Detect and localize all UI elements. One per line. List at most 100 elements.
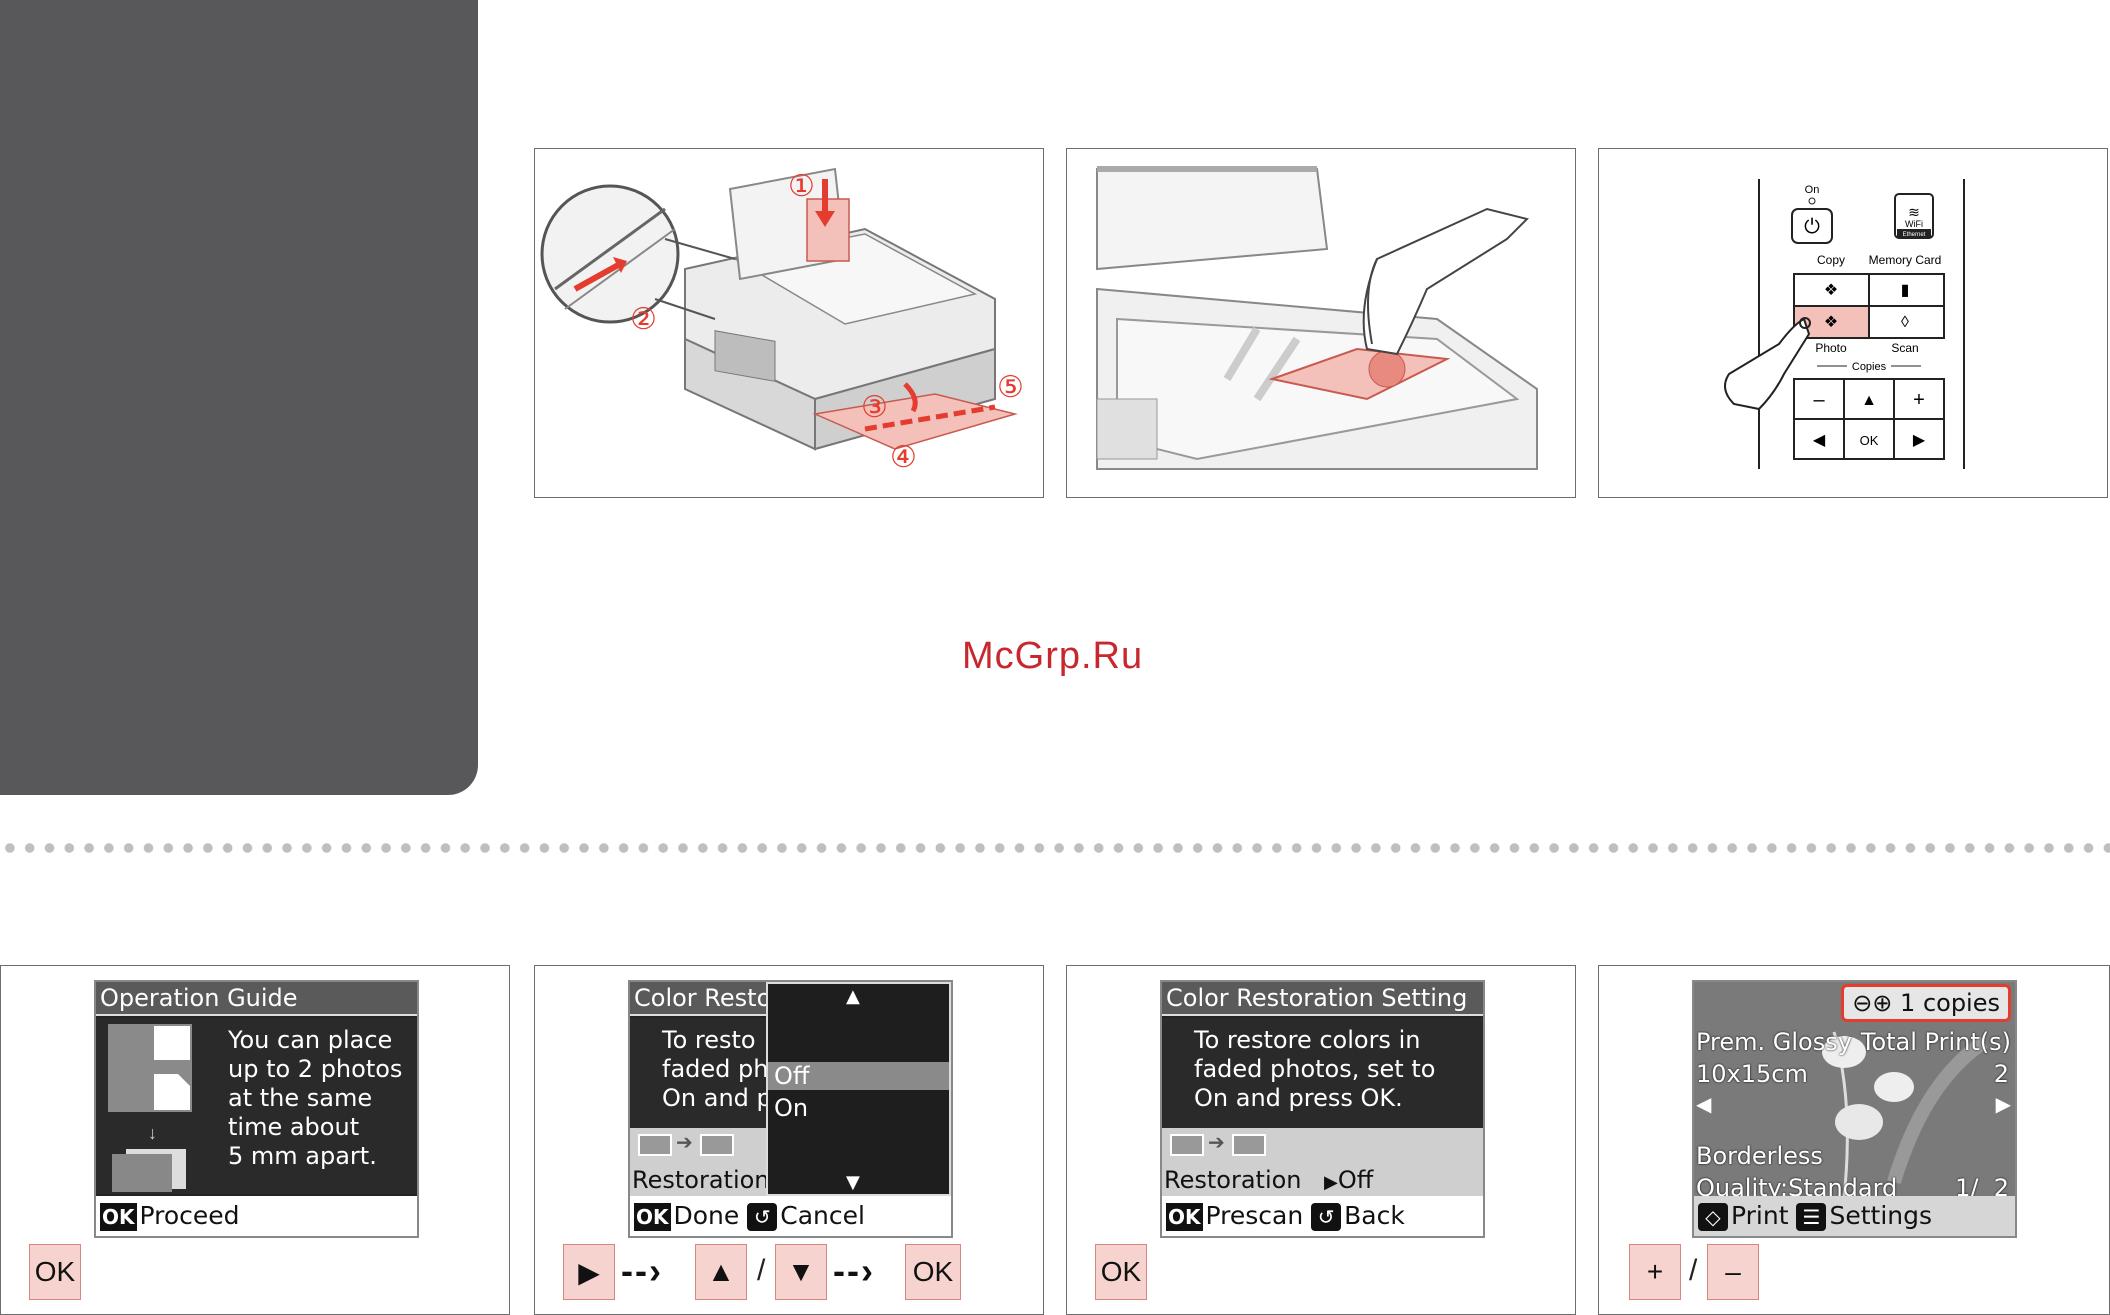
- down-key-glyph: ▼: [787, 1256, 815, 1287]
- start-icon: ◇: [1698, 1203, 1728, 1231]
- guide-line: at the same: [228, 1084, 373, 1112]
- lcd-title: Color Restoration Setting: [1162, 982, 1483, 1016]
- plus-glyph: +: [1913, 389, 1925, 411]
- right-glyph: ▶: [1913, 432, 1926, 449]
- power-button[interactable]: [1791, 208, 1833, 244]
- message-line: To restore colors in: [1194, 1026, 1421, 1054]
- up-key[interactable]: ▲: [695, 1244, 747, 1300]
- step-3-label: ③: [861, 391, 888, 424]
- cancel-text: Cancel: [780, 1201, 865, 1230]
- svg-text:↓: ↓: [148, 1123, 157, 1143]
- print-text: Print: [1731, 1201, 1789, 1230]
- minus-key-glyph: –: [1725, 1256, 1741, 1287]
- menu-icon: ☰: [1796, 1203, 1827, 1231]
- scroll-up-icon[interactable]: ▲: [846, 986, 860, 1007]
- ok-glyph: OK: [1860, 433, 1879, 448]
- lcd-body: To restore colors in faded photos, set t…: [1162, 1018, 1483, 1198]
- photo-icon: ❖: [1824, 314, 1838, 331]
- page-counter: 1/ 2: [1955, 1174, 2009, 1202]
- restore-message: To resto faded ph On and p: [662, 1026, 772, 1113]
- right-key-glyph: ▶: [578, 1256, 600, 1288]
- arrow-icon: ➔: [676, 1130, 693, 1154]
- plus-key[interactable]: +: [1629, 1244, 1681, 1300]
- prescan-text: Prescan: [1205, 1201, 1304, 1230]
- scroll-down-icon[interactable]: ▼: [846, 1172, 860, 1193]
- restoration-value: ▶Off: [1324, 1166, 1373, 1194]
- step-panel-restoration-select: Color Resto To resto faded ph On and p ➔…: [534, 965, 1044, 1315]
- wifi-icon: ≋: [1908, 204, 1920, 220]
- message-line: On and press OK.: [1194, 1084, 1403, 1112]
- then-arrow: --›: [833, 1250, 875, 1291]
- ok-chip: OK: [100, 1203, 137, 1231]
- right-key[interactable]: ▶: [563, 1244, 615, 1300]
- ok-key-label: OK: [1100, 1256, 1142, 1287]
- minus-key[interactable]: –: [1707, 1244, 1759, 1300]
- dotted-divider: [0, 842, 2110, 854]
- up-glyph: ▲: [1861, 392, 1877, 409]
- restoration-value-text: Off: [1337, 1166, 1374, 1194]
- guide-line: up to 2 photos: [228, 1055, 403, 1083]
- scanner-illustration: [1096, 166, 1538, 470]
- lcd-operation-guide: Operation Guide ↓ You can place up to 2 …: [94, 980, 419, 1238]
- scan-button[interactable]: [1868, 305, 1945, 339]
- copy-icon: ❖: [1824, 282, 1838, 299]
- back-icon: ↺: [747, 1203, 778, 1231]
- guide-line: You can place: [228, 1026, 393, 1054]
- right-button[interactable]: [1893, 418, 1945, 460]
- section-tab: [0, 0, 478, 795]
- pointing-hand-icon: [1724, 317, 1811, 411]
- memory-card-icon: ▮: [1901, 282, 1910, 299]
- copy-button[interactable]: [1793, 273, 1870, 307]
- paper-type: Prem. Glossy: [1696, 1028, 1852, 1056]
- arrow-icon: ➔: [1208, 1130, 1225, 1154]
- ok-key[interactable]: OK: [1095, 1244, 1147, 1300]
- step-2-label: ②: [630, 303, 657, 336]
- ok-button[interactable]: [1843, 418, 1895, 460]
- figure-control-panel: On ⏻ ≋ WiFi Ethernet Copy Memory Card ❖ …: [1598, 148, 2108, 498]
- photo-label: Photo: [1815, 341, 1847, 355]
- down-key[interactable]: ▼: [775, 1244, 827, 1300]
- left-button[interactable]: [1793, 418, 1845, 460]
- guide-line: 5 mm apart.: [228, 1142, 377, 1170]
- message-line: faded photos, set to: [1194, 1055, 1436, 1083]
- message-line: On and p: [662, 1084, 772, 1112]
- next-photo-icon[interactable]: ▶: [1995, 1092, 2011, 1116]
- message-line: faded ph: [662, 1055, 769, 1083]
- step-panel-restoration-setting: Color Restoration Setting To restore col…: [1066, 965, 1576, 1315]
- copies-plus-button[interactable]: [1893, 378, 1945, 420]
- copies-label: Copies: [1852, 361, 1887, 373]
- ok-key[interactable]: OK: [905, 1244, 961, 1300]
- ok-key[interactable]: OK: [29, 1244, 81, 1300]
- minus-plus-icon: ⊖⊕: [1852, 989, 1893, 1017]
- up-key-glyph: ▲: [707, 1256, 735, 1287]
- separator: /: [1689, 1254, 1698, 1287]
- restoration-dropdown[interactable]: ▲ Off On ▼: [766, 982, 951, 1196]
- option-off[interactable]: Off: [768, 1062, 949, 1090]
- proceed-text: Proceed: [139, 1201, 240, 1230]
- scan-icon: ◊: [1901, 314, 1909, 331]
- printer-illustration: ① ② ③ ④ ⑤: [540, 167, 1024, 474]
- prev-photo-icon[interactable]: ◀: [1696, 1092, 1712, 1116]
- guide-message: You can place up to 2 photos at the same…: [228, 1026, 402, 1171]
- lcd-restoration-setting: Color Restoration Setting To restore col…: [1160, 980, 1485, 1238]
- right-circle-icon: ▶: [1324, 1172, 1338, 1193]
- step-panel-operation-guide: Operation Guide ↓ You can place up to 2 …: [0, 965, 510, 1315]
- ok-key-label: OK: [912, 1256, 954, 1287]
- step-5-label: ⑤: [997, 371, 1024, 404]
- restore-message: To restore colors in faded photos, set t…: [1194, 1026, 1435, 1113]
- option-on[interactable]: On: [774, 1094, 809, 1122]
- power-icon: ⏻: [1804, 216, 1820, 238]
- total-prints-value: 2: [1993, 1060, 2009, 1088]
- total-prints-label: Total Print(s): [1860, 1028, 2011, 1056]
- step-4-label: ④: [890, 441, 917, 474]
- figure-load-paper: ① ② ③ ④ ⑤: [534, 148, 1044, 498]
- copies-minus-button[interactable]: [1793, 378, 1845, 420]
- settings-text: Settings: [1829, 1201, 1933, 1230]
- watermark: McGrp.Ru: [962, 635, 1144, 677]
- wifi-indicator: [1894, 193, 1934, 239]
- lcd-title: Operation Guide: [96, 982, 417, 1016]
- guide-line: time about: [228, 1113, 360, 1141]
- restoration-row: ➔ Restoration ▶Off: [1162, 1128, 1483, 1198]
